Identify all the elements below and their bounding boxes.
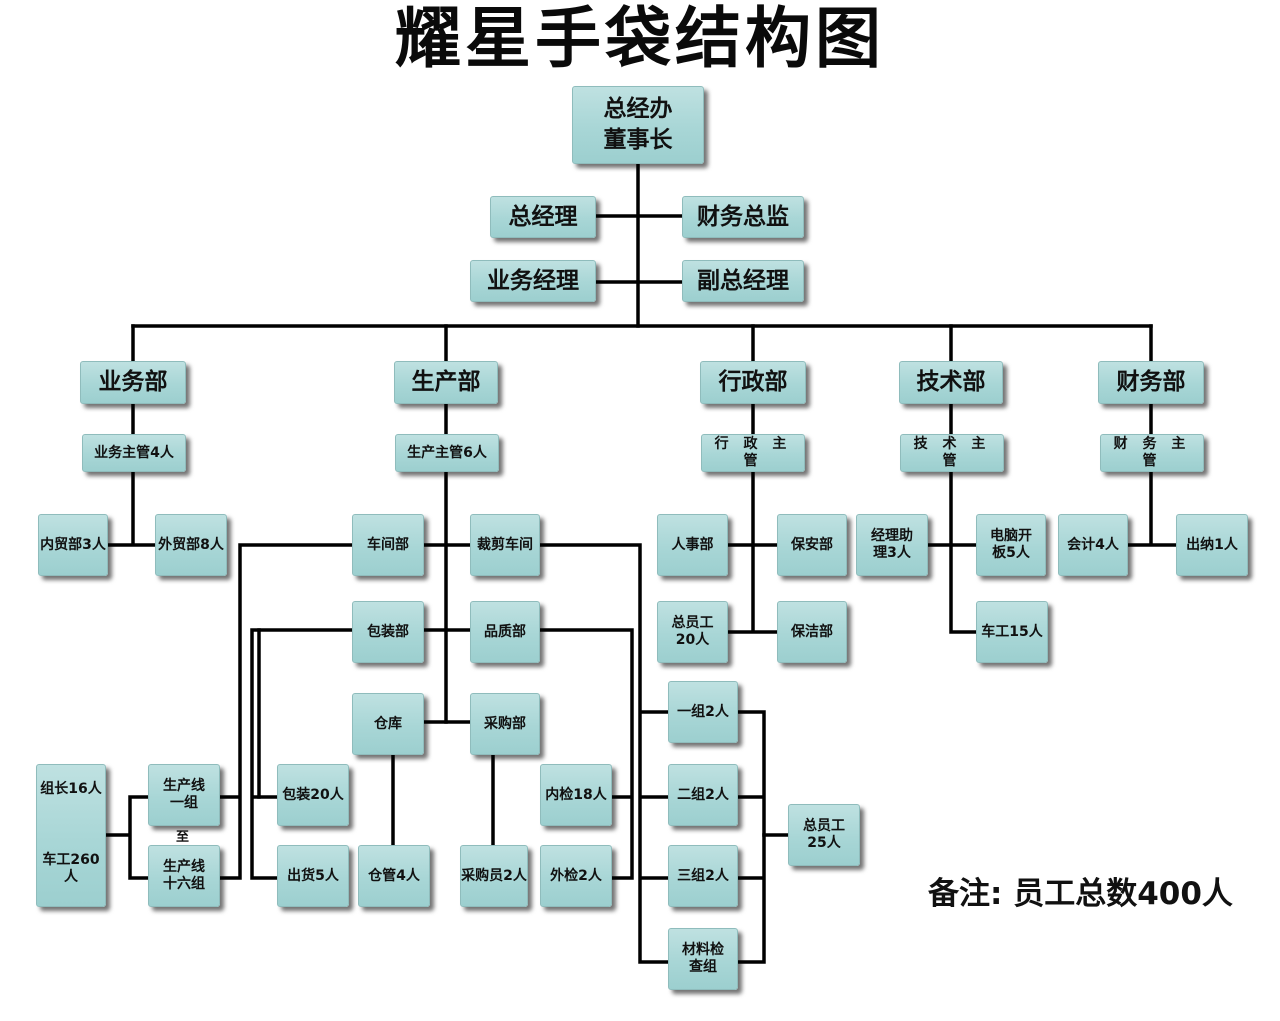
node-external-qc: 外检2人 — [540, 845, 612, 907]
node-security-dept: 保安部 — [777, 514, 847, 576]
node-group-3: 三组2人 — [668, 845, 738, 907]
node-dept-production: 生产部 — [394, 361, 498, 404]
node-domestic-trade: 内贸部3人 — [38, 514, 108, 576]
node-hr-dept: 人事部 — [657, 514, 728, 576]
node-supervisor-tech: 技 术 主 管 — [900, 434, 1004, 472]
node-chairman-office-line2: 董事长 — [603, 127, 673, 153]
node-production-line-last: 生产线 十六组 — [148, 845, 220, 907]
node-sewing-workers-label: 车工260人 — [42, 852, 100, 885]
node-computer-pattern: 电脑开 板5人 — [976, 514, 1046, 576]
node-accountant: 会计4人 — [1058, 514, 1128, 576]
node-purchasing-dept: 采购部 — [470, 693, 540, 755]
node-production-total-l2: 25人 — [807, 835, 841, 851]
staff-total-note: 备注: 员工总数400人 — [928, 876, 1233, 912]
node-computer-pattern-l2: 板5人 — [992, 545, 1030, 561]
node-warehouse: 仓库 — [352, 693, 424, 755]
node-packing-dept: 包装部 — [352, 601, 424, 663]
node-manager-assistant-l1: 经理助 — [871, 528, 913, 544]
node-production-line-first-l1: 生产线 — [163, 778, 205, 794]
node-team-leaders-label: 组长16人 — [40, 781, 102, 797]
node-workshop: 车间部 — [352, 514, 424, 576]
node-production-line-first: 生产线 一组 — [148, 764, 220, 826]
node-production-total-staff: 总员工 25人 — [788, 804, 860, 866]
node-group-2: 二组2人 — [668, 764, 738, 826]
node-quality-dept: 品质部 — [470, 601, 540, 663]
node-production-line-first-l2: 一组 — [170, 795, 198, 811]
node-manager-assistant: 经理助 理3人 — [856, 514, 928, 576]
node-supervisor-admin: 行 政 主 管 — [701, 434, 805, 472]
node-material-check-l1: 材料检 — [682, 942, 724, 958]
node-deputy-gm: 副总经理 — [682, 260, 804, 302]
node-dept-tech: 技术部 — [899, 361, 1003, 404]
node-buyer: 采购员2人 — [460, 845, 528, 907]
node-supervisor-production: 生产主管6人 — [395, 434, 499, 472]
node-admin-total-l2: 20人 — [675, 632, 710, 648]
node-group-1: 一组2人 — [668, 681, 738, 743]
node-chairman-office: 总经办 董事长 — [572, 86, 704, 164]
node-packing-staff: 包装20人 — [277, 764, 349, 826]
line-range-to: 至 — [176, 830, 190, 845]
node-admin-total-l1: 总员工 — [671, 615, 714, 631]
node-manager-assistant-l2: 理3人 — [873, 545, 911, 561]
node-finance-director: 财务总监 — [682, 196, 804, 238]
node-storekeeper: 仓管4人 — [358, 845, 430, 907]
node-general-manager: 总经理 — [490, 196, 596, 238]
node-production-line-last-l1: 生产线 — [163, 859, 205, 875]
node-supervisor-sales: 业务主管4人 — [82, 434, 186, 472]
node-material-check-group: 材料检 查组 — [668, 928, 738, 990]
chart-title: 耀星手袋结构图 — [395, 0, 885, 77]
node-internal-qc: 内检18人 — [540, 764, 612, 826]
node-material-check-l2: 查组 — [689, 959, 717, 975]
node-dept-finance: 财务部 — [1098, 361, 1204, 404]
node-cutting-workshop: 裁剪车间 — [470, 514, 540, 576]
node-production-line-last-l2: 十六组 — [163, 876, 205, 892]
node-cleaning-dept: 保洁部 — [777, 601, 847, 663]
node-dept-sales: 业务部 — [80, 361, 186, 404]
node-sales-manager: 业务经理 — [470, 260, 596, 302]
node-supervisor-finance: 财 务 主 管 — [1100, 434, 1204, 472]
node-computer-pattern-l1: 电脑开 — [990, 528, 1032, 544]
node-production-total-l1: 总员工 — [803, 818, 845, 834]
node-dept-admin: 行政部 — [700, 361, 806, 404]
node-admin-total-staff: 总员工 20人 — [657, 601, 728, 663]
node-chairman-office-line1: 总经办 — [603, 96, 673, 122]
node-cashier: 出纳1人 — [1176, 514, 1248, 576]
node-foreign-trade: 外贸部8人 — [155, 514, 227, 576]
node-team-leaders: 组长16人 车工260人 — [36, 764, 106, 907]
node-shipping-staff: 出货5人 — [277, 845, 349, 907]
node-tech-workers: 车工15人 — [976, 601, 1048, 663]
